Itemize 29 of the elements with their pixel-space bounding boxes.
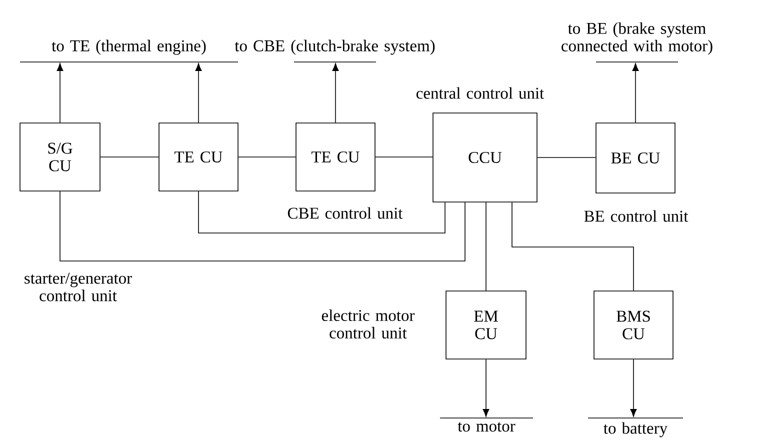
connector xyxy=(238,156,296,158)
unit-label: starter/generator control unit xyxy=(24,272,132,302)
connector xyxy=(332,63,339,123)
target-bar: to motor xyxy=(440,418,534,432)
unit-box: TE CU xyxy=(296,122,376,192)
target-bar: to battery xyxy=(588,418,684,438)
connector xyxy=(512,202,634,291)
unit-box: S/G CU xyxy=(20,122,100,192)
unit-label: CBE control unit xyxy=(288,207,403,219)
connector xyxy=(195,63,202,123)
target-bar: to BE (brake system connected with motor) xyxy=(562,22,712,62)
connector xyxy=(482,359,490,417)
unit-box: BMS CU xyxy=(594,290,674,360)
unit-label: electric motor control unit xyxy=(322,309,415,339)
connector xyxy=(537,157,596,158)
unit-box: CCU xyxy=(432,112,538,202)
connector xyxy=(60,191,466,262)
unit-box: TE CU xyxy=(158,122,238,192)
connector xyxy=(198,191,446,234)
unit-label: BE control unit xyxy=(584,210,688,222)
unit-box: BE CU xyxy=(596,122,676,194)
connector xyxy=(100,156,159,158)
connector xyxy=(375,156,433,158)
unit-label: central control unit xyxy=(416,87,544,99)
target-bar: to CBE (clutch-brake system) xyxy=(234,40,435,62)
unit-box: EM CU xyxy=(446,290,526,360)
connector xyxy=(56,63,64,123)
connector xyxy=(630,359,637,417)
connector xyxy=(632,63,639,123)
